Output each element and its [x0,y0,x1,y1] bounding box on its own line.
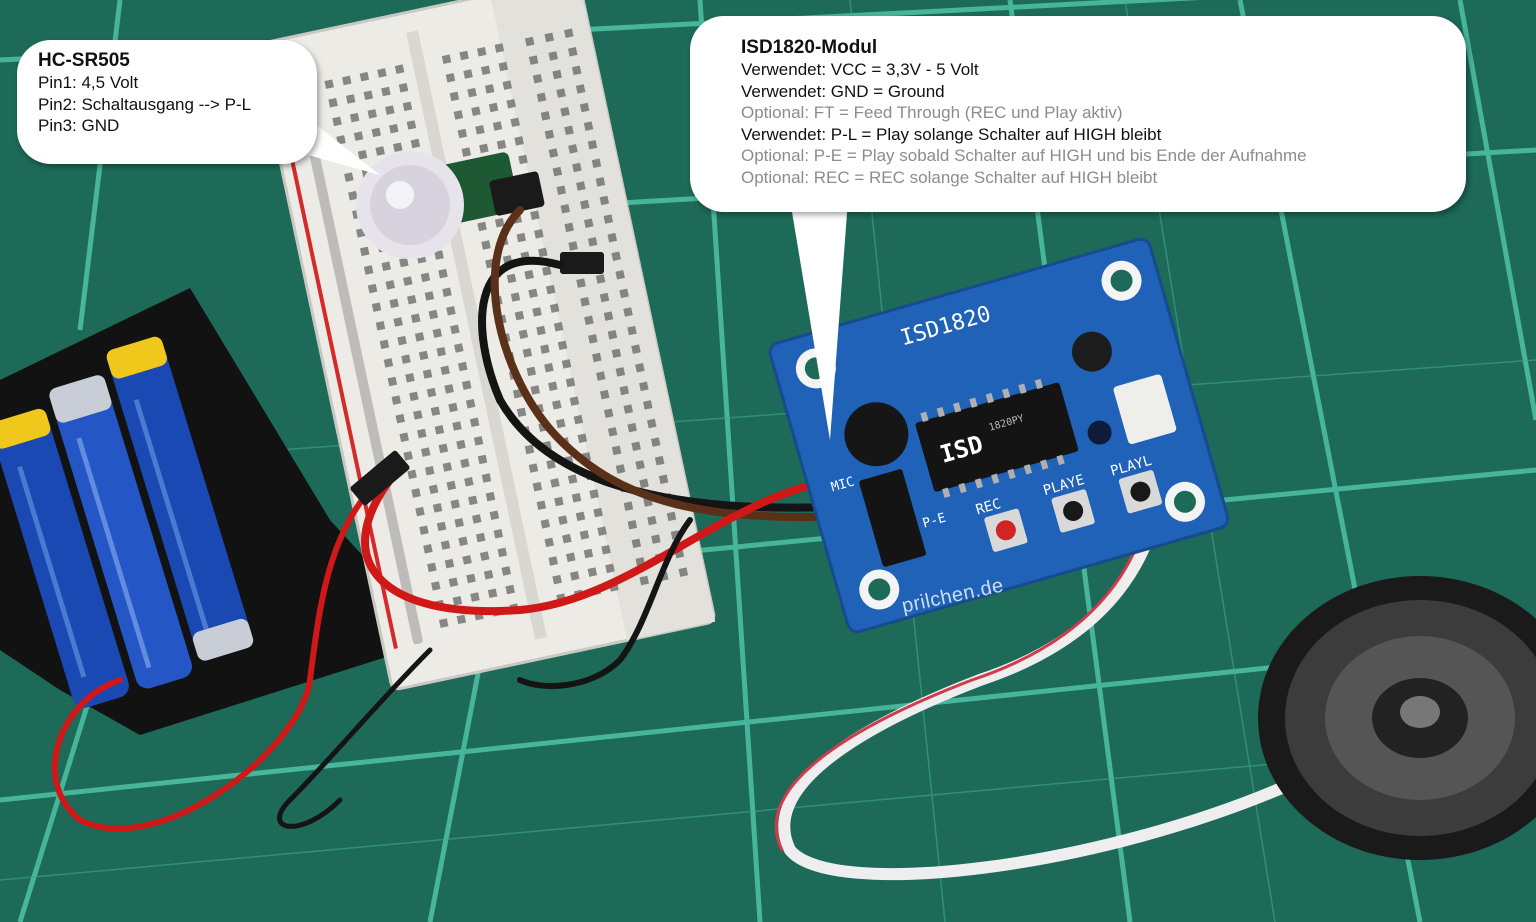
hc-sr505-pin3: Pin3: GND [38,116,120,135]
wires [51,206,879,832]
hc-sr505-callout: HC-SR505 Pin1: 4,5 Volt Pin2: Schaltausg… [17,40,317,164]
hc-sr505-title: HC-SR505 [38,50,130,71]
pe-label: P-E [921,511,948,532]
isd1820-line-vcc: Verwendet: VCC = 3,3V - 5 Volt [741,60,979,79]
battery-pack [0,288,440,735]
rec-label: REC [974,496,1003,518]
speaker [1258,576,1536,860]
isd1820-line-rec: Optional: REC = REC solange Schalter auf… [741,167,1158,187]
isd1820-callout: ISD1820-Modul Verwendet: VCC = 3,3V - 5 … [690,16,1466,212]
isd1820-title: ISD1820-Modul [741,37,878,58]
pir-sensor [356,151,604,274]
isd1820-line-ft: Optional: FT = Feed Through (REC und Pla… [741,103,1123,122]
isd1820-board: ISD1820 ISD 1820PY MIC P-E REC PLAYE PLA… [768,237,1230,634]
isd1820-line-gnd: Verwendet: GND = Ground [741,81,945,101]
isd1820-line-pe: Optional: P-E = Play sobald Schalter auf… [741,146,1307,165]
hc-sr505-pin1: Pin1: 4,5 Volt [38,73,139,92]
hc-sr505-pin2: Pin2: Schaltausgang --> P-L [38,94,252,114]
isd1820-line-pl: Verwendet: P-L = Play solange Schalter a… [741,124,1162,144]
mic-label: MIC [829,475,856,496]
